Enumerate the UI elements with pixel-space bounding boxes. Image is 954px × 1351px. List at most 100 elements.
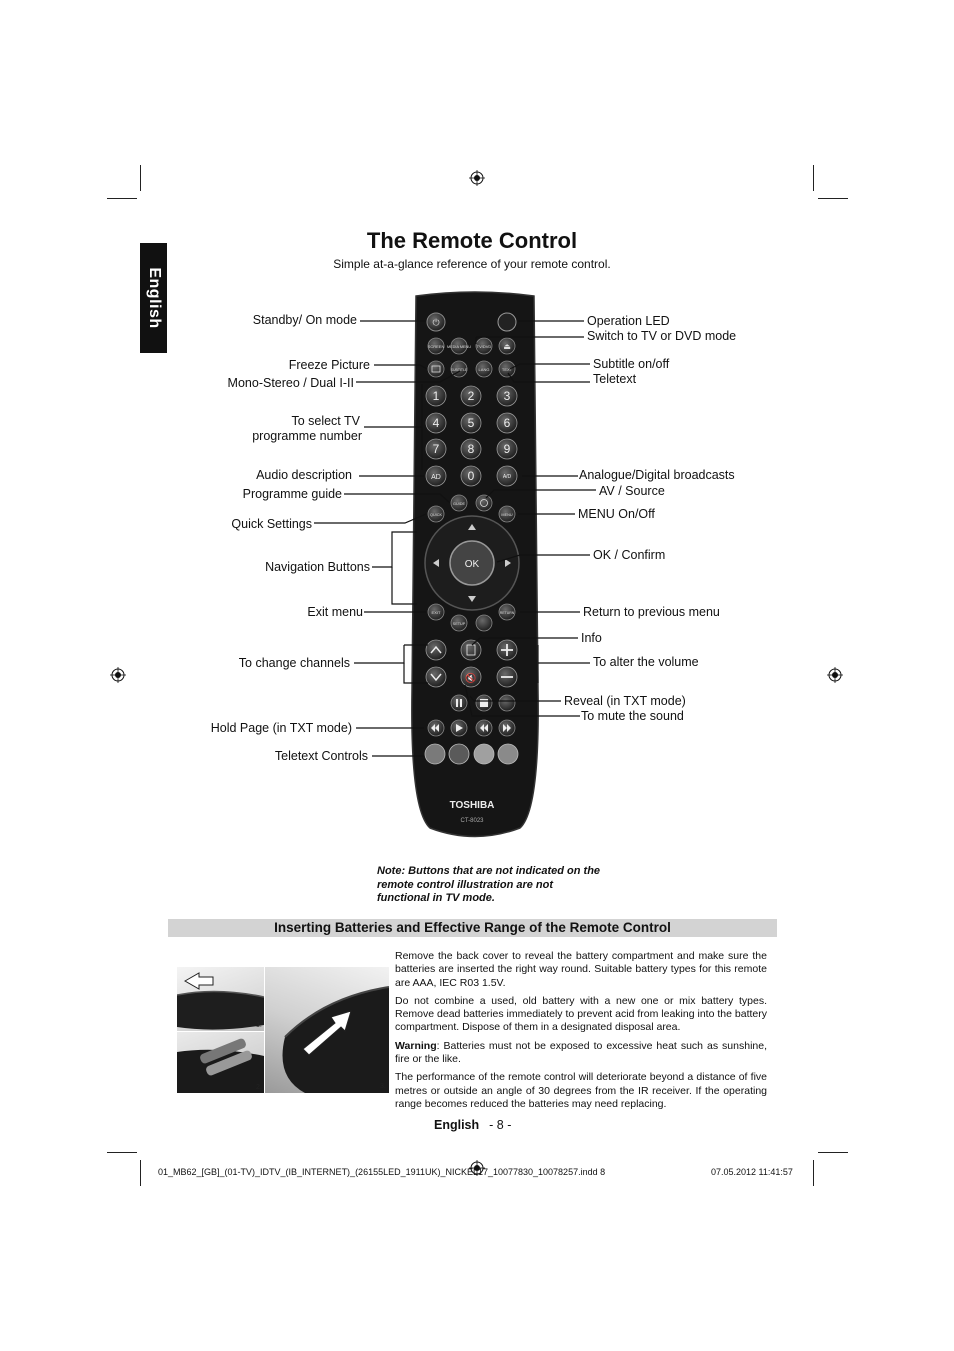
svg-text:OK: OK — [465, 559, 480, 570]
digit-button — [425, 385, 447, 407]
label-tv-dvd-mode: Switch to TV or DVD mode — [587, 329, 737, 343]
svg-text:⏏: ⏏ — [503, 342, 511, 351]
svg-text:RETURN: RETURN — [500, 611, 515, 615]
note-text: Note: Buttons that are not indicated on … — [377, 865, 601, 904]
registration-mark-icon — [469, 170, 485, 186]
page-subtitle: Simple at-a-glance reference of your rem… — [333, 257, 611, 271]
freeze-button — [427, 360, 445, 378]
page-number: - 8 - — [489, 1118, 512, 1132]
svg-text:🔇: 🔇 — [465, 672, 476, 684]
remote-control-illustration: ⏻ SCREEN MEDIA MENU TV/DVD ⏏ SUBTITLE LA… — [411, 291, 539, 838]
registration-mark-icon — [469, 1160, 485, 1176]
text-button — [498, 360, 516, 378]
label-menu: MENU On/Off — [578, 507, 655, 521]
lang-button — [475, 360, 493, 378]
tv-dvd-button — [475, 337, 493, 355]
svg-text:TEXT: TEXT — [502, 367, 513, 372]
page-title: The Remote Control — [366, 228, 578, 253]
mute-button — [460, 666, 482, 688]
label-ok-confirm: OK / Confirm — [593, 548, 666, 562]
language-tab: English — [140, 243, 167, 353]
page-footer: English- 8 - — [434, 1118, 512, 1132]
source-button — [475, 494, 493, 512]
exit-button — [427, 603, 445, 621]
label-programme-guide: Programme guide — [242, 487, 342, 501]
ok-button — [449, 540, 495, 586]
label-return: Return to previous menu — [583, 605, 720, 619]
battery-photo-3: 3. — [265, 967, 389, 1093]
label-mono-stereo: Mono-Stereo / Dual I-II — [227, 376, 354, 390]
label-teletext: Teletext — [593, 372, 637, 386]
label-subtitle: Subtitle on/off — [593, 357, 670, 371]
label-reveal: Reveal (in TXT mode) — [564, 694, 686, 708]
warning-text: : Batteries must not be exposed to exces… — [395, 1039, 767, 1066]
svg-text:A/D: A/D — [503, 474, 512, 480]
remote-buttons: ⏻ SCREEN MEDIA MENU TV/DVD ⏏ SUBTITLE LA… — [424, 312, 520, 765]
digit-button — [496, 412, 518, 434]
channel-up-button — [425, 639, 447, 661]
svg-text:LANG: LANG — [479, 367, 490, 372]
callout-lines — [314, 320, 596, 757]
channel-down-button — [425, 666, 447, 688]
eject-button — [498, 337, 516, 355]
red-teletext-button — [424, 743, 446, 765]
paragraph-battery-insertion: Remove the back cover to reveal the batt… — [395, 950, 767, 989]
standby-button — [426, 312, 446, 332]
paragraph-warning: Warning: Batteries must not be exposed t… — [395, 1040, 767, 1067]
label-freeze-picture: Freeze Picture — [288, 358, 370, 372]
label-volume: To alter the volume — [593, 655, 699, 669]
label-audio-description: Audio description — [256, 468, 352, 482]
svg-text:3: 3 — [504, 389, 511, 403]
svg-text:SUBTITLE: SUBTITLE — [451, 368, 468, 372]
usb-button — [475, 614, 493, 632]
svg-text:MENU: MENU — [501, 513, 512, 517]
analog-digital-button — [496, 465, 518, 487]
svg-text:4: 4 — [433, 416, 440, 430]
digit-button — [460, 385, 482, 407]
svg-text:0: 0 — [468, 469, 475, 483]
info-button — [460, 639, 482, 661]
blue-teletext-button — [497, 743, 519, 765]
svg-text:5: 5 — [468, 416, 475, 430]
green-teletext-button — [448, 743, 470, 765]
digit-button — [460, 465, 482, 487]
label-analogue-digital: Analogue/Digital broadcasts — [579, 468, 735, 482]
paragraph-range: The performance of the remote control wi… — [395, 1071, 767, 1110]
reveal-button — [498, 694, 516, 712]
label-select-tv: To select TV — [291, 414, 360, 428]
svg-text:2: 2 — [468, 389, 475, 403]
label-programme-number: programme number — [252, 429, 362, 443]
quick-button — [427, 505, 445, 523]
svg-text:1: 1 — [433, 389, 440, 403]
label-operation-led: Operation LED — [587, 314, 670, 328]
battery-photo-2: 2. — [177, 1032, 264, 1093]
media-menu-button — [450, 337, 468, 355]
label-teletext-controls: Teletext Controls — [274, 749, 368, 763]
label-exit-menu: Exit menu — [307, 605, 363, 619]
epg-button — [450, 494, 468, 512]
screen-button — [427, 337, 445, 355]
svg-text:GUIDE: GUIDE — [453, 502, 465, 506]
subtitle-button — [450, 360, 468, 378]
pause-button — [450, 694, 468, 712]
digit-button — [425, 412, 447, 434]
operation-led — [497, 312, 517, 332]
ad-button — [425, 465, 447, 487]
yellow-teletext-button — [473, 743, 495, 765]
svg-text:7: 7 — [433, 442, 440, 456]
label-standby: Standby/ On mode — [252, 313, 357, 327]
svg-text:MEDIA MENU: MEDIA MENU — [447, 345, 471, 349]
model-number: CT-8023 — [460, 818, 484, 824]
digit-button — [496, 385, 518, 407]
print-slug-date: 07.05.2012 11:41:57 — [711, 1167, 793, 1177]
svg-text:EXIT: EXIT — [432, 610, 441, 615]
battery-photo-1: 1. — [177, 967, 264, 1031]
warning-label: Warning — [395, 1039, 437, 1052]
digit-button — [460, 438, 482, 460]
svg-text:SETUP: SETUP — [453, 622, 466, 626]
print-slug-file: 01_MB62_[GB]_(01-TV)_IDTV_(IB_INTERNET)_… — [158, 1167, 606, 1177]
brand-logo: TOSHIBA — [450, 800, 495, 811]
label-mute: To mute the sound — [581, 709, 684, 723]
label-info: Info — [581, 631, 602, 645]
svg-text:TV/DVD: TV/DVD — [477, 344, 492, 349]
